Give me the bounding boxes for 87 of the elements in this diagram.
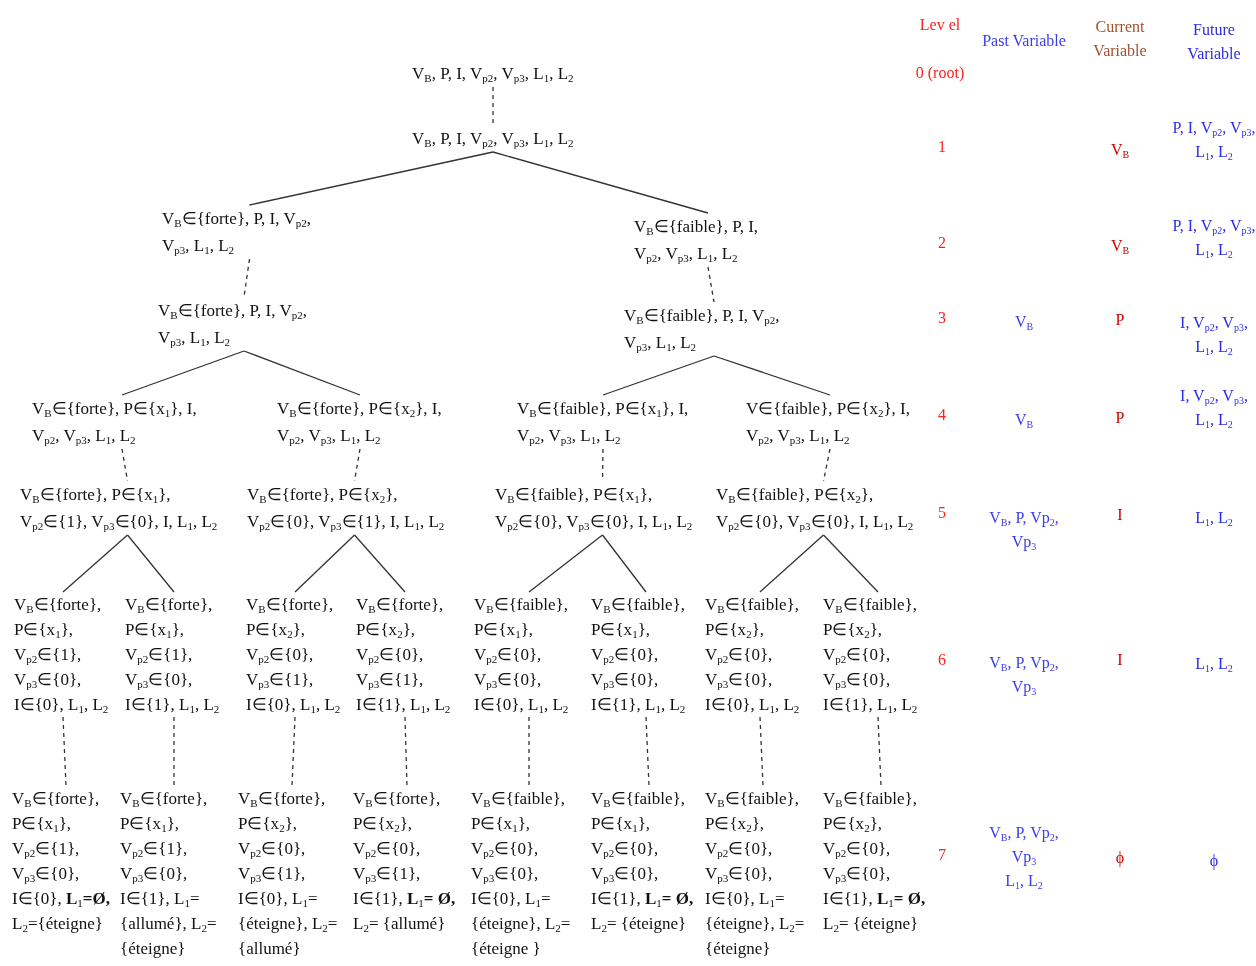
- dashed-connector: [877, 716, 882, 787]
- branch-line: [528, 534, 604, 593]
- branch-line: [121, 350, 245, 396]
- future-variable-text: L$_{1}$, L$_{2}$: [1194, 654, 1234, 676]
- state-node-text: V$_{B}$∈{faible}, P∈{x$_{1}$}, V$_{p2}$∈{0}, V$_{p3}$∈{0}, I∈{0}, L$_{1}$, L$_{2}$: [474, 592, 584, 717]
- level-number: 4: [937, 405, 947, 425]
- branch-line: [822, 534, 879, 593]
- branch-line: [248, 151, 494, 206]
- past-variable-text: V$_{B}$, P, Vp$_{2}$, Vp$_{3}$: [988, 653, 1060, 699]
- branch-line: [601, 534, 647, 593]
- level-number: 2: [937, 233, 947, 253]
- state-node-text: V$_{B}$∈{forte}, P∈{x$_{1}$}, V$_{p2}$∈{1}, V$_{p3}$∈{0}, I∈{1}, L$_{1}$={allumé}, L$_{2}$={éteigne}: [120, 786, 228, 961]
- level-number: 7: [937, 845, 947, 865]
- dashed-connector: [759, 716, 764, 787]
- current-variable-text: V$_{B}$: [1109, 140, 1131, 162]
- current-variable-text: P: [1114, 310, 1126, 330]
- branch-line: [243, 350, 361, 396]
- state-node-text: V$_{B}$, P, I, V$_{p2}$, V$_{p3}$, L$_{1}$, L$_{2}$: [412, 60, 574, 87]
- future-variable-text: I, V$_{p2}$, V$_{p3}$, L$_{1}$, L$_{2}$: [1179, 386, 1249, 432]
- current-variable-text: V$_{B}$: [1109, 236, 1131, 258]
- past-variable-text: V$_{B}$, P, Vp$_{2}$, Vp$_{3}$: [988, 508, 1060, 554]
- future-variable-text: ϕ: [1208, 851, 1220, 872]
- state-node-text: V$_{B}$∈{faible}, P, I, V$_{p2}$, V$_{p3}$, L$_{1}$, L$_{2}$: [634, 213, 782, 267]
- dashed-connector: [291, 716, 296, 787]
- state-node-text: V$_{B}$∈{faible}, P∈{x$_{1}$}, V$_{p2}$∈{0}, V$_{p3}$∈{0}, I∈{1}, L$_{1}$, L$_{2}$: [591, 592, 701, 717]
- dashed-connector: [404, 716, 408, 787]
- branch-line: [62, 534, 129, 593]
- current-variable-text: I: [1116, 505, 1124, 525]
- dashed-connector: [528, 716, 530, 787]
- future-variable-text: L$_{1}$, L$_{2}$: [1194, 508, 1234, 530]
- level-number: 1: [937, 137, 947, 157]
- level-number: 5: [937, 503, 947, 523]
- state-node-text: V$_{B}$∈{forte}, P∈{x$_{1}$}, V$_{p2}$∈{1}, V$_{p3}$∈{0}, I∈{1}, L$_{1}$, L$_{2}$: [125, 592, 223, 717]
- state-node-text: V$_{B}$∈{forte}, P∈{x$_{1}$}, I, V$_{p2}$, V$_{p3}$, L$_{1}$, L$_{2}$: [32, 395, 212, 449]
- future-variable-text: P, I, V$_{p2}$, V$_{p3}$, L$_{1}$, L$_{2}$: [1171, 118, 1256, 164]
- level-number: 6: [937, 650, 947, 670]
- dashed-connector: [707, 266, 715, 303]
- state-node-text: V$_{B}$∈{forte}, P, I, V$_{p2}$, V$_{p3}$, L$_{1}$, L$_{2}$: [162, 205, 337, 259]
- dashed-connector: [492, 86, 494, 126]
- state-node-text: V$_{B}$∈{faible}, P, I, V$_{p2}$, V$_{p3}$, L$_{1}$, L$_{2}$: [624, 302, 804, 356]
- dashed-connector: [62, 716, 67, 787]
- state-node-text: V$_{B}$∈{forte}, P∈{x$_{2}$}, V$_{p2}$∈{0}, V$_{p3}$∈{1}, I∈{0}, L$_{1}$, L$_{2}$: [246, 592, 344, 717]
- state-node-text: V∈{faible}, P∈{x$_{2}$}, I, V$_{p2}$, V$_{p3}$, L$_{1}$, L$_{2}$: [746, 395, 914, 449]
- current-variable-text: ϕ: [1114, 848, 1126, 869]
- column-header: Lev el: [918, 15, 962, 35]
- state-node-text: V$_{B}$∈{forte}, P∈{x$_{1}$}, V$_{p2}$∈{1}, V$_{p3}$∈{0}, I∈{0}, L$_{1}$=Ø, L$_{2}$={éteigne}: [12, 786, 120, 936]
- state-node-text: V$_{B}$∈{forte}, P∈{x$_{2}$}, V$_{p2}$∈{0}, V$_{p3}$∈{1}, I∈{1}, L$_{1}$= Ø, L$_{2}$= {allumé}: [353, 786, 461, 936]
- branch-line: [294, 534, 356, 593]
- future-variable-text: P, I, V$_{p2}$, V$_{p3}$, L$_{1}$, L$_{2}$: [1171, 216, 1256, 262]
- current-variable-text: I: [1116, 650, 1124, 670]
- branch-line: [602, 355, 715, 396]
- past-variable-text: V$_{B}$: [1013, 410, 1035, 432]
- state-node-text: V$_{B}$∈{faible}, P∈{x$_{1}$}, V$_{p2}$∈{0}, V$_{p3}$∈{0}, I∈{0}, L$_{1}$={éteigne}, L$_{2}$= {éteigne }: [471, 786, 587, 961]
- column-header: Future Variable: [1186, 20, 1242, 64]
- level-number: 3: [937, 308, 947, 328]
- state-node-text: V$_{B}$∈{forte}, P, I, V$_{p2}$, V$_{p3}$, L$_{1}$, L$_{2}$: [158, 297, 330, 351]
- state-node-text: V$_{B}$∈{forte}, P∈{x$_{1}$}, V$_{p2}$∈{1}, V$_{p3}$∈{0}, I∈{0}, L$_{1}$, L$_{2}$: [14, 592, 112, 717]
- branch-line: [759, 534, 825, 593]
- state-node-text: V$_{B}$∈{faible}, P∈{x$_{1}$}, I, V$_{p2}$, V$_{p3}$, L$_{1}$, L$_{2}$: [517, 395, 689, 449]
- state-node-text: V$_{B}$∈{forte}, P∈{x$_{1}$}, V$_{p2}$∈{1}, V$_{p3}$∈{0}, I, L$_{1}$, L$_{2}$: [20, 481, 235, 535]
- branch-line: [353, 534, 406, 593]
- state-node-text: V$_{B}$∈{faible}, P∈{x$_{2}$}, V$_{p2}$∈{0}, V$_{p3}$∈{0}, I∈{0}, L$_{1}$={éteigne}, L$_{2}$= {éteigne}: [705, 786, 821, 961]
- past-variable-text: L$_{1}$, L$_{2}$: [1004, 871, 1044, 893]
- column-header: Current Variable: [1092, 17, 1148, 61]
- dashed-connector: [243, 258, 251, 298]
- level-number: 0 (root): [914, 63, 966, 84]
- future-variable-text: I, V$_{p2}$, V$_{p3}$, L$_{1}$, L$_{2}$: [1179, 313, 1249, 359]
- state-node-text: V$_{B}$∈{forte}, P∈{x$_{2}$}, V$_{p2}$∈{0}, V$_{p3}$∈{1}, I, L$_{1}$, L$_{2}$: [247, 481, 462, 535]
- state-node-text: V$_{B}$∈{faible}, P∈{x$_{2}$}, V$_{p2}$∈{0}, V$_{p3}$∈{0}, I∈{1}, L$_{1}$= Ø, L$_{2}$= {éteigne}: [823, 786, 939, 936]
- state-node-text: V$_{B}$∈{faible}, P∈{x$_{2}$}, V$_{p2}$∈{0}, V$_{p3}$∈{0}, I, L$_{1}$, L$_{2}$: [716, 481, 931, 535]
- state-node-text: V$_{B}$∈{faible}, P∈{x$_{2}$}, V$_{p2}$∈{0}, V$_{p3}$∈{0}, I∈{1}, L$_{1}$, L$_{2}$: [823, 592, 933, 717]
- state-node-text: V$_{B}$∈{forte}, P∈{x$_{2}$}, V$_{p2}$∈{0}, V$_{p3}$∈{1}, I∈{0}, L$_{1}$={éteigne}, L$_{2}$={allumé}: [238, 786, 346, 961]
- dashed-connector: [173, 716, 175, 787]
- state-node-text: V$_{B}$∈{faible}, P∈{x$_{2}$}, V$_{p2}$∈{0}, V$_{p3}$∈{0}, I∈{0}, L$_{1}$, L$_{2}$: [705, 592, 815, 717]
- past-variable-text: V$_{B}$, P, Vp$_{2}$, Vp$_{3}$: [988, 823, 1060, 869]
- branch-line: [492, 151, 709, 214]
- state-node-text: V$_{B}$∈{faible}, P∈{x$_{1}$}, V$_{p2}$∈{0}, V$_{p3}$∈{0}, I, L$_{1}$, L$_{2}$: [495, 481, 710, 535]
- column-header: Past Variable: [981, 31, 1067, 51]
- past-variable-text: V$_{B}$: [1013, 312, 1035, 334]
- dashed-connector: [822, 448, 831, 482]
- state-node-text: V$_{B}$, P, I, V$_{p2}$, V$_{p3}$, L$_{1}$, L$_{2}$: [412, 125, 574, 152]
- state-node-text: V$_{B}$∈{forte}, P∈{x$_{2}$}, I, V$_{p2}$, V$_{p3}$, L$_{1}$, L$_{2}$: [277, 395, 443, 449]
- state-node-text: V$_{B}$∈{forte}, P∈{x$_{2}$}, V$_{p2}$∈{0}, V$_{p3}$∈{1}, I∈{1}, L$_{1}$, L$_{2}$: [356, 592, 454, 717]
- current-variable-text: P: [1114, 408, 1126, 428]
- branch-line: [126, 534, 175, 593]
- branch-line: [713, 355, 831, 396]
- dashed-connector: [645, 716, 650, 787]
